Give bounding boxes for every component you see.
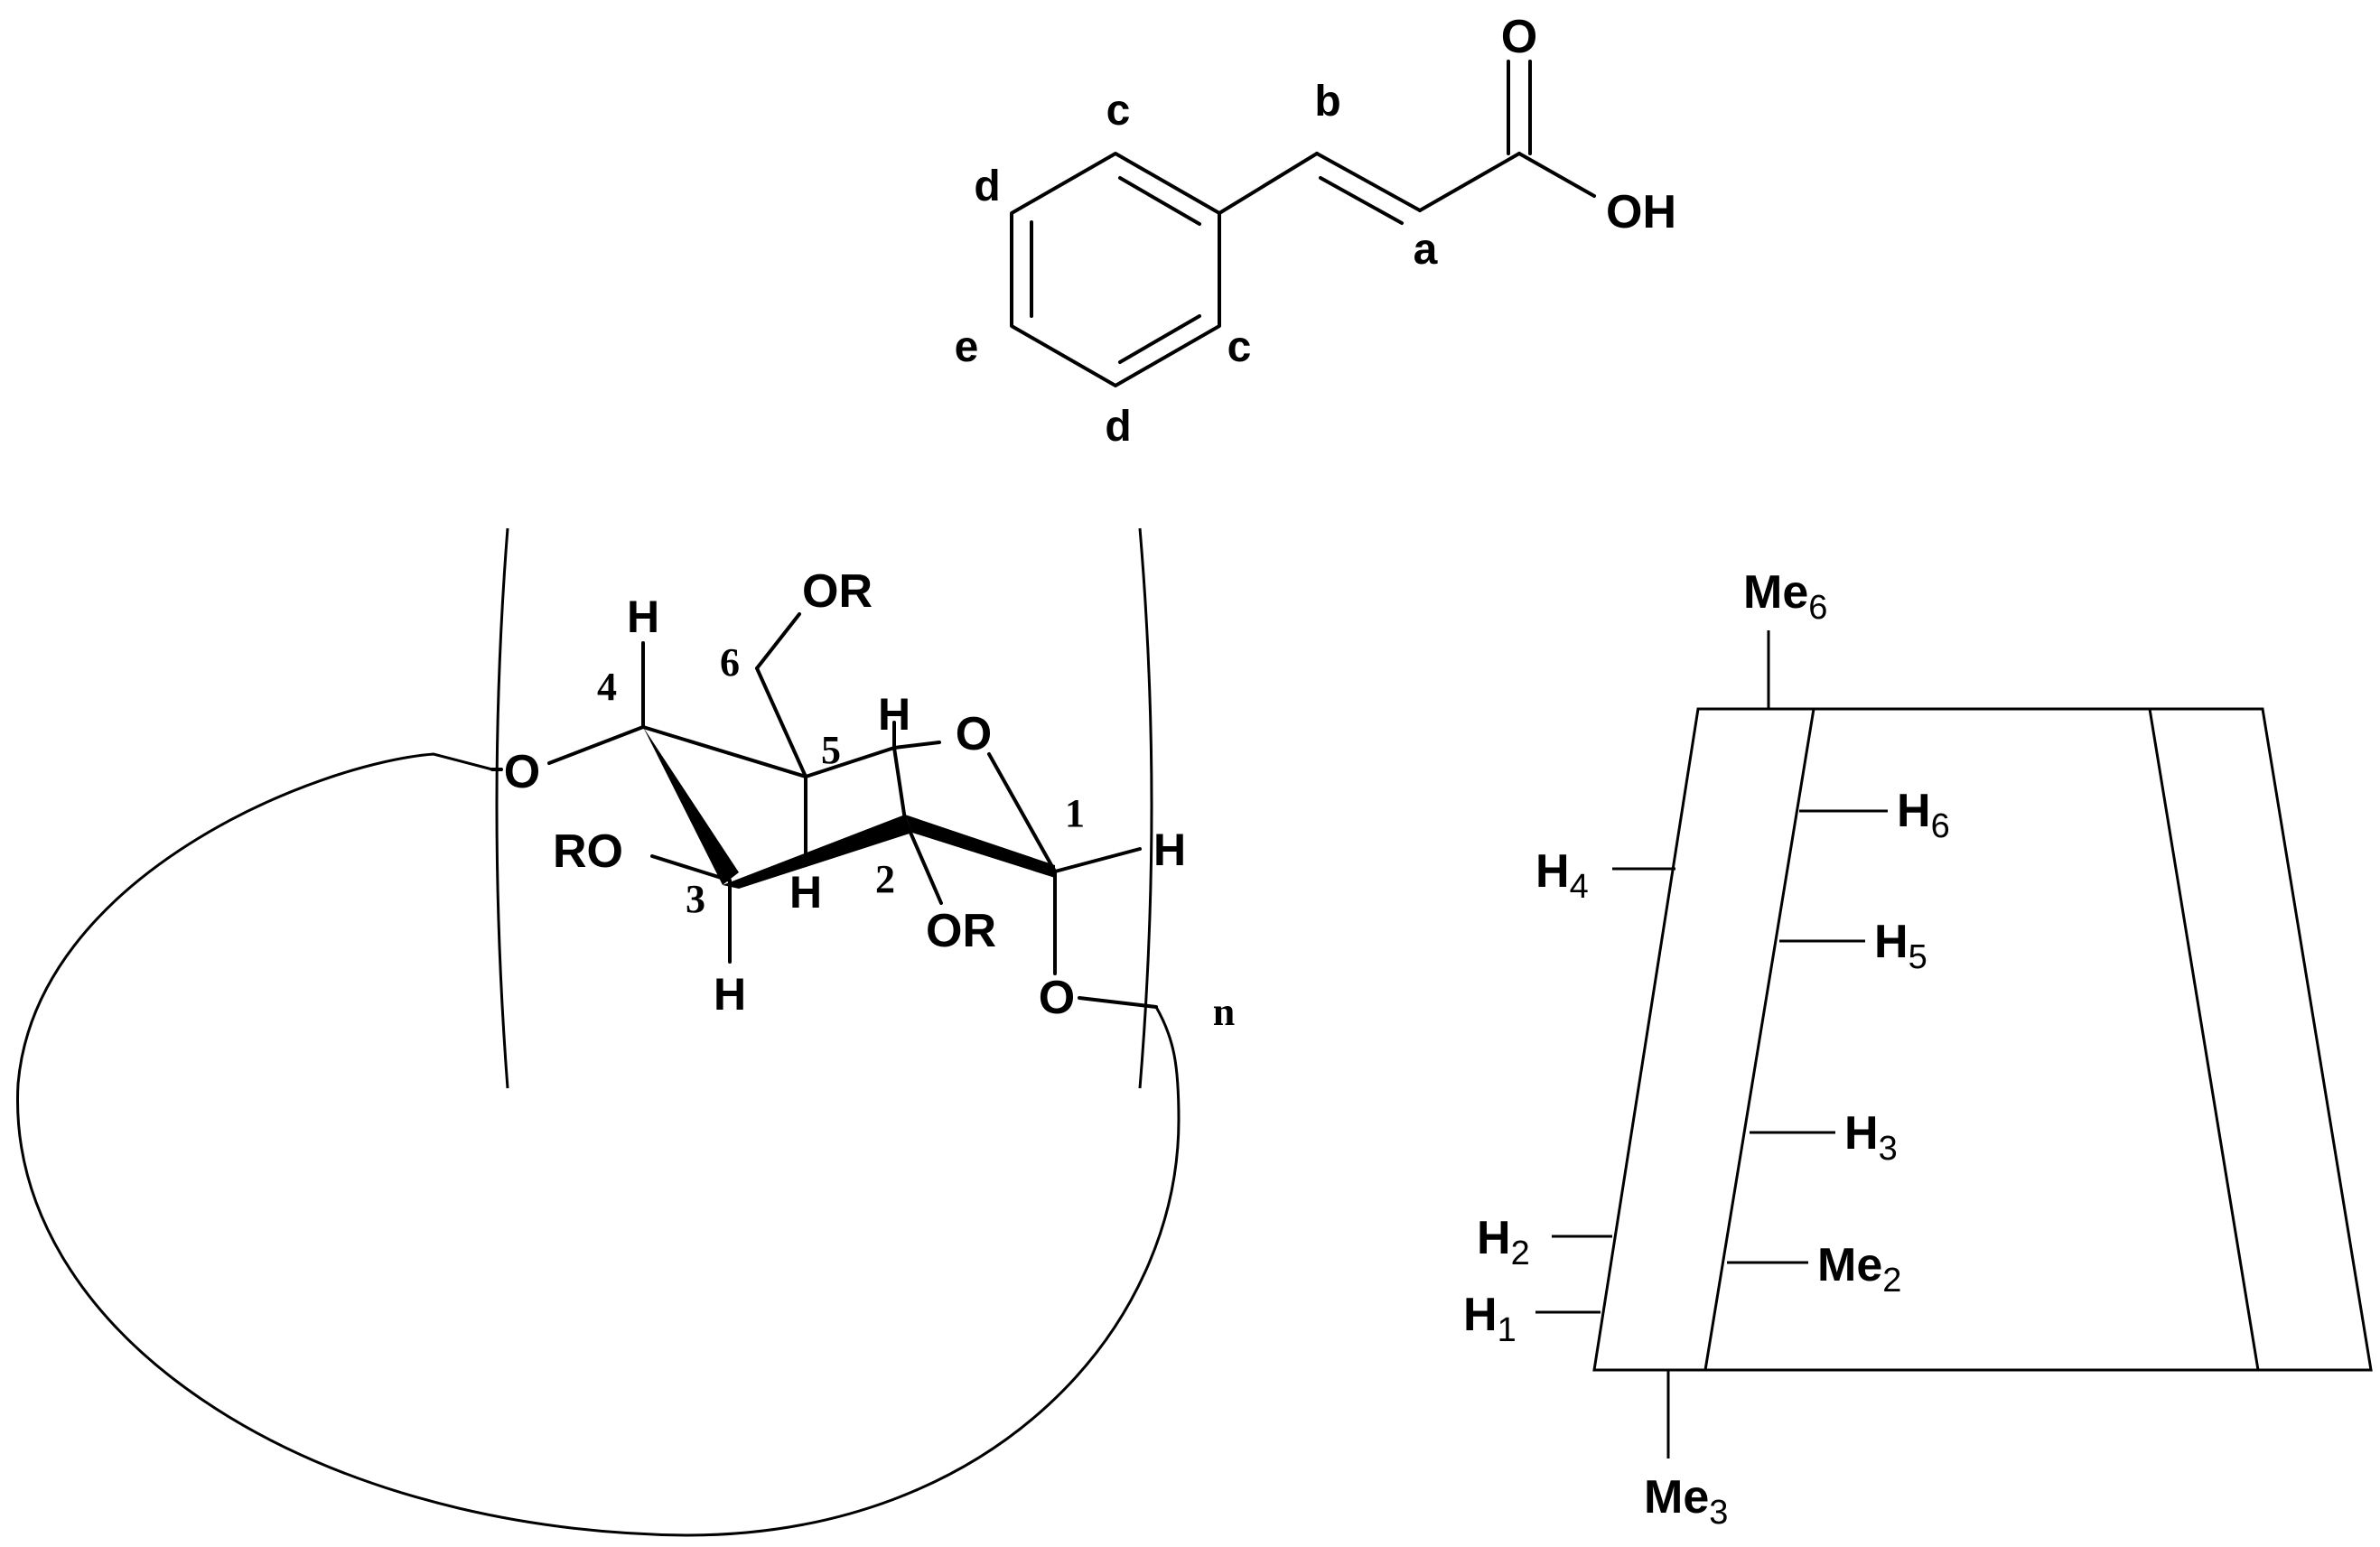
bond-c4-c5 xyxy=(641,725,807,778)
ring-oxygen-label: O xyxy=(956,708,992,760)
hydrogen-5-label: H xyxy=(878,689,910,740)
atom-label-c-bottom: c xyxy=(1227,323,1252,371)
atom-label-d-top: d xyxy=(974,163,1000,210)
position-2-label: 2 xyxy=(875,857,895,901)
wedge-c2-c1 xyxy=(905,815,1055,878)
bond-c4-o-left xyxy=(547,725,645,765)
position-1-label: 1 xyxy=(1065,791,1085,835)
cinnamic-acid-structure: O OH a b c c d d e xyxy=(955,11,1676,451)
wedge-c4-c3 xyxy=(643,727,739,885)
label-h4: H4 xyxy=(1535,845,1589,906)
bond-c1-h1 xyxy=(1053,847,1142,873)
label-me2: Me2 xyxy=(1817,1239,1901,1300)
hydrogen-1-label: H xyxy=(1153,825,1186,875)
atom-label-e: e xyxy=(955,323,979,371)
substituent-or-6-label: OR xyxy=(802,565,873,618)
benzene-ring xyxy=(1010,152,1221,387)
bond-c2-or xyxy=(903,818,943,905)
cone-inner-wall-right xyxy=(2148,708,2260,1371)
carbon-hydroxyl-bond xyxy=(1517,152,1596,198)
vinyl-to-carbonyl-bond xyxy=(1418,152,1521,212)
label-h3: H3 xyxy=(1844,1107,1898,1168)
cone-inner-wall-left xyxy=(1703,708,1815,1371)
substituent-or-2-label: OR xyxy=(926,905,996,957)
bond-c2-up xyxy=(892,746,907,822)
macrocycle-loop xyxy=(16,752,1181,1537)
bond-ring-o-c1 xyxy=(987,752,1057,873)
label-h6: H6 xyxy=(1897,785,1950,845)
label-me6: Me6 xyxy=(1743,566,1827,627)
label-h2: H2 xyxy=(1477,1212,1530,1272)
glycosidic-oxygen-left-label: O xyxy=(504,746,540,798)
bond-h5-ring-o xyxy=(892,741,941,750)
position-4-label: 4 xyxy=(597,665,617,709)
substituent-ro-3-label: RO xyxy=(553,825,623,878)
glycosidic-oxygen-right-label: O xyxy=(1039,972,1075,1024)
vinyl-double-bond-outer xyxy=(1315,152,1422,212)
ring-to-vinyl-bond xyxy=(1218,152,1319,215)
atom-label-d-bottom: d xyxy=(1105,403,1131,451)
position-3-label: 3 xyxy=(686,877,705,921)
bond-c6-or xyxy=(755,612,801,670)
atom-label-c-top: c xyxy=(1106,87,1131,135)
atom-label-a: a xyxy=(1414,226,1438,274)
atom-label-b: b xyxy=(1314,78,1340,126)
bond-c5-c6 xyxy=(755,666,807,778)
bond-c5-h5-bracket xyxy=(804,746,896,778)
repeat-bracket-right xyxy=(1138,527,1153,1089)
vinyl-double-bond-inner xyxy=(1319,176,1404,225)
position-5-label: 5 xyxy=(821,728,841,772)
bond-o-right-to-loop xyxy=(1078,996,1158,1009)
repeat-n-label: n xyxy=(1213,990,1235,1034)
position-6-label: 6 xyxy=(720,640,740,685)
label-h1: H1 xyxy=(1463,1289,1517,1349)
benzene-inner-bond-3 xyxy=(1118,314,1201,364)
cone-outline xyxy=(1592,707,2373,1372)
cyclodextrin-glucose-unit: O O O OR RO OR H H H H H 1 2 3 4 5 6 n xyxy=(16,527,1235,1537)
label-h5: H5 xyxy=(1874,916,1927,976)
hydrogen-3-down-label: H xyxy=(714,969,746,1020)
hydrogen-3-up-label: H xyxy=(789,867,822,918)
benzene-inner-bond-1 xyxy=(1118,176,1201,226)
cyclodextrin-cone-model: Me6 H6 H4 H5 H3 H2 Me2 H1 Me3 xyxy=(1463,566,2373,1532)
carbonyl-oxygen-label: O xyxy=(1501,11,1537,63)
repeat-bracket-left xyxy=(495,527,509,1089)
wedge-c3-c2 xyxy=(723,815,912,889)
hydroxyl-label: OH xyxy=(1606,186,1676,238)
label-me3: Me3 xyxy=(1644,1471,1728,1532)
bond-c3-ro xyxy=(650,854,732,882)
hydrogen-4-label: H xyxy=(627,592,659,642)
